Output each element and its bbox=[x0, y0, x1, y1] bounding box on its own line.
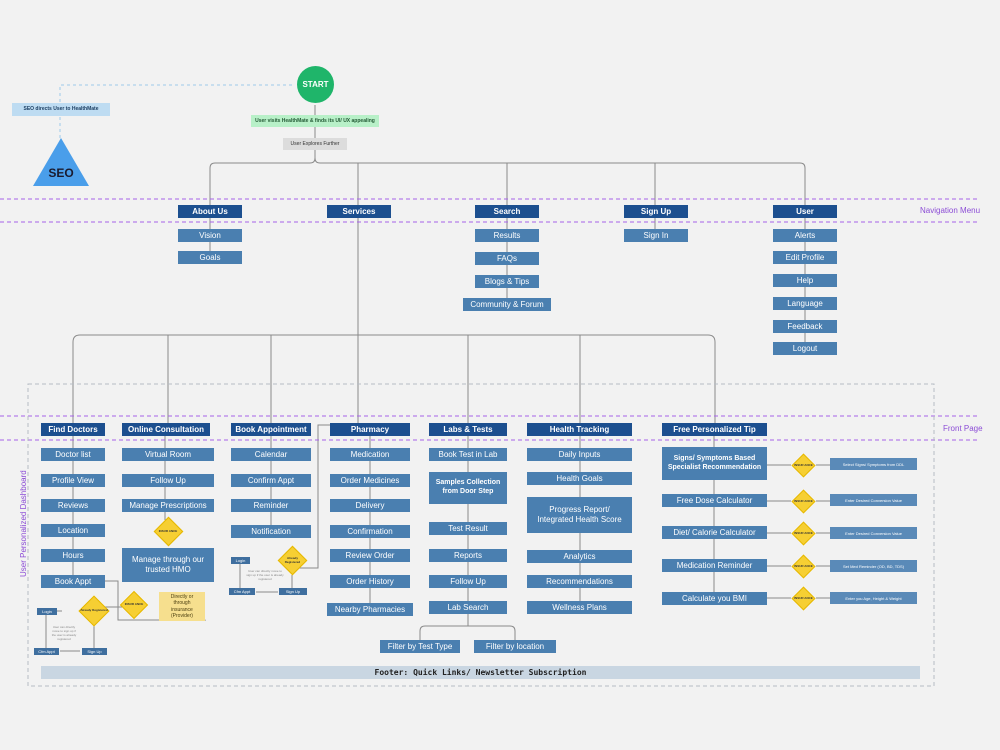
col-free-tip[interactable]: Free Personalized Tip bbox=[662, 423, 767, 436]
consult-virtual-room[interactable]: Virtual Room bbox=[122, 448, 214, 461]
appoint-calendar[interactable]: Calendar bbox=[231, 448, 311, 461]
appoint-notification[interactable]: Notification bbox=[231, 525, 311, 538]
appoint-confirm-appt[interactable]: Cfm Appt bbox=[229, 588, 255, 595]
doctors-profile-view[interactable]: Profile View bbox=[41, 474, 105, 487]
tip-output-2[interactable]: Enter Desired Conversion Value bbox=[830, 494, 917, 506]
nav-services[interactable]: Services bbox=[327, 205, 391, 218]
nav-about-goals[interactable]: Goals bbox=[178, 251, 242, 264]
front-band-label: Front Page bbox=[943, 424, 983, 433]
start-node: START bbox=[297, 66, 334, 103]
doctors-location[interactable]: Location bbox=[41, 524, 105, 537]
labs-lab-search[interactable]: Lab Search bbox=[429, 601, 507, 614]
health-analytics[interactable]: Analytics bbox=[527, 550, 632, 563]
col-find-doctors[interactable]: Find Doctors bbox=[41, 423, 105, 436]
appoint-login[interactable]: Login bbox=[231, 557, 250, 564]
labs-follow-up[interactable]: Follow Up bbox=[429, 575, 507, 588]
nav-band-label: Navigation Menu bbox=[920, 206, 981, 215]
doctors-flow-note: User can directly move to sign up if the… bbox=[51, 625, 77, 641]
health-daily-inputs[interactable]: Daily Inputs bbox=[527, 448, 632, 461]
doctors-reviews[interactable]: Reviews bbox=[41, 499, 105, 512]
appoint-sign-up[interactable]: Sign Up bbox=[279, 588, 307, 595]
col-pharmacy[interactable]: Pharmacy bbox=[330, 423, 410, 436]
tip-output-5[interactable]: Enter you Age, Height & Weight bbox=[830, 592, 917, 604]
labs-filter-test-type[interactable]: Filter by Test Type bbox=[380, 640, 460, 653]
pharmacy-review-order[interactable]: Review Order bbox=[330, 549, 410, 562]
tip-output-1[interactable]: Select Signs/ Symptoms from DDL bbox=[830, 458, 917, 470]
labs-samples-collection[interactable]: Samples Collection from Door Step bbox=[429, 472, 507, 504]
doctors-list[interactable]: Doctor list bbox=[41, 448, 105, 461]
pharmacy-order-history[interactable]: Order History bbox=[330, 575, 410, 588]
nav-user[interactable]: User bbox=[773, 205, 837, 218]
tip-diet-calculator[interactable]: Diet/ Calorie Calculator bbox=[662, 526, 767, 539]
consult-insurance-label-2: INSUR ANCE bbox=[124, 602, 144, 607]
col-online-consultation[interactable]: Online Consultation bbox=[122, 423, 210, 436]
tip-decision-1-label: INSUR ANCE bbox=[794, 462, 813, 467]
nav-user-edit-profile[interactable]: Edit Profile bbox=[773, 251, 837, 264]
nav-search-faqs[interactable]: FAQs bbox=[475, 252, 539, 265]
nav-sign-up[interactable]: Sign Up bbox=[624, 205, 688, 218]
health-progress-report[interactable]: Progress Report/ Integrated Health Score bbox=[527, 497, 632, 533]
doctors-registered-label: Already Registered bbox=[80, 608, 108, 613]
health-goals[interactable]: Health Goals bbox=[527, 472, 632, 485]
doctors-book-appt[interactable]: Book Appt bbox=[41, 575, 105, 588]
pharmacy-delivery[interactable]: Delivery bbox=[330, 499, 410, 512]
doctors-login[interactable]: Login bbox=[37, 608, 57, 615]
consult-direct-insurance[interactable]: Directly or through insurance (Provider) bbox=[159, 592, 205, 621]
health-recommendations[interactable]: Recommendations bbox=[527, 575, 632, 588]
consult-manage-prescriptions[interactable]: Manage Prescriptions bbox=[122, 499, 214, 512]
tip-symptoms[interactable]: Signs/ Symptoms Based Specialist Recomme… bbox=[662, 447, 767, 480]
col-health-tracking[interactable]: Health Tracking bbox=[527, 423, 632, 436]
nav-sign-in[interactable]: Sign In bbox=[624, 229, 688, 242]
tip-dose-calculator[interactable]: Free Dose Calculator bbox=[662, 494, 767, 507]
labs-filter-location[interactable]: Filter by location bbox=[474, 640, 556, 653]
appoint-confirm[interactable]: Confirm Appt bbox=[231, 474, 311, 487]
doctors-sign-up[interactable]: Sign Up bbox=[82, 648, 107, 655]
dashboard-band-label: User Personalized Dashboard bbox=[19, 470, 28, 577]
nav-user-logout[interactable]: Logout bbox=[773, 342, 837, 355]
consult-follow-up[interactable]: Follow Up bbox=[122, 474, 214, 487]
appoint-registered-label: Already Registered bbox=[284, 555, 301, 564]
tip-decision-4-label: INSUR ANCE bbox=[794, 563, 813, 568]
tip-output-4[interactable]: Set Med Reminder (OD, BD, TDS) bbox=[830, 560, 917, 572]
seo-label: SEO bbox=[48, 165, 74, 180]
pharmacy-confirmation[interactable]: Confirmation bbox=[330, 525, 410, 538]
pharmacy-order-medicines[interactable]: Order Medicines bbox=[330, 474, 410, 487]
tip-decision-2-label: INSUR ANCE bbox=[794, 498, 813, 503]
labs-book-test[interactable]: Book Test in Lab bbox=[429, 448, 507, 461]
appoint-reminder[interactable]: Reminder bbox=[231, 499, 311, 512]
visit-step: User visits HealthMate & finds its UI/ U… bbox=[251, 115, 379, 127]
tip-decision-3-label: INSUR ANCE bbox=[794, 530, 813, 535]
nav-search-blogs[interactable]: Blogs & Tips bbox=[475, 275, 539, 288]
seo-note: SEO directs User to HealthMate bbox=[12, 103, 110, 116]
nav-user-help[interactable]: Help bbox=[773, 274, 837, 287]
nav-about-vision[interactable]: Vision bbox=[178, 229, 242, 242]
consult-manage-hmo[interactable]: Manage through our trusted HMO bbox=[122, 548, 214, 582]
nav-search-results[interactable]: Results bbox=[475, 229, 539, 242]
footer-bar[interactable]: Footer: Quick Links/ Newsletter Subscrip… bbox=[41, 666, 920, 679]
labs-test-result[interactable]: Test Result bbox=[429, 522, 507, 535]
pharmacy-medication[interactable]: Medication bbox=[330, 448, 410, 461]
tip-bmi[interactable]: Calculate you BMI bbox=[662, 592, 767, 605]
health-wellness-plans[interactable]: Wellness Plans bbox=[527, 601, 632, 614]
nav-user-alerts[interactable]: Alerts bbox=[773, 229, 837, 242]
col-book-appointment[interactable]: Book Appointment bbox=[231, 423, 311, 436]
labs-reports[interactable]: Reports bbox=[429, 549, 507, 562]
tip-output-3[interactable]: Enter Desired Conversion Value bbox=[830, 527, 917, 539]
tip-decision-5-label: INSUR ANCE bbox=[794, 595, 813, 600]
nav-user-language[interactable]: Language bbox=[773, 297, 837, 310]
seo-triangle bbox=[33, 138, 89, 186]
nav-user-feedback[interactable]: Feedback bbox=[773, 320, 837, 333]
consult-insurance-label: INSUR ANCE bbox=[158, 528, 178, 533]
tip-medication-reminder[interactable]: Medication Reminder bbox=[662, 559, 767, 572]
doctors-hours[interactable]: Hours bbox=[41, 549, 105, 562]
nav-search[interactable]: Search bbox=[475, 205, 539, 218]
doctors-confirm-appt[interactable]: Cfm Appt bbox=[34, 648, 59, 655]
nav-search-community[interactable]: Community & Forum bbox=[463, 298, 551, 311]
explore-step: User Explores Further bbox=[283, 138, 347, 150]
appoint-flow-note: User can directly move to sign up if the… bbox=[246, 569, 284, 581]
pharmacy-nearby[interactable]: Nearby Pharmacies bbox=[327, 603, 413, 616]
col-labs-tests[interactable]: Labs & Tests bbox=[429, 423, 507, 436]
nav-about-us[interactable]: About Us bbox=[178, 205, 242, 218]
